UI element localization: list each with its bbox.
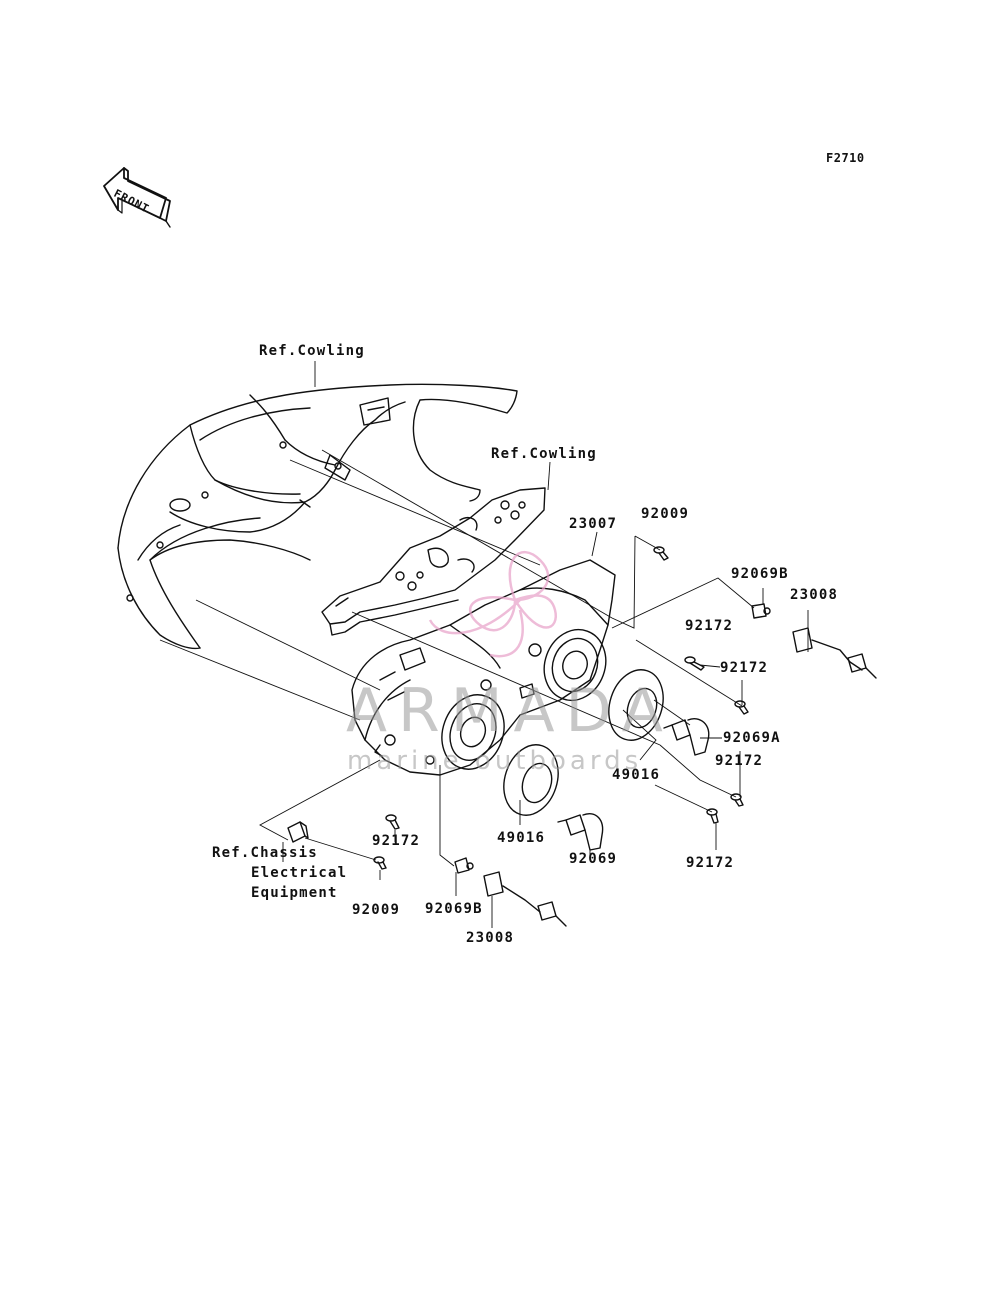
screw-92172-left [385,814,400,830]
screw-92172-c [730,793,744,807]
label-part-92009-bottom: 92009 [352,902,401,918]
label-ref-cowling-top: Ref.Cowling [259,343,365,359]
label-part-49016-left: 49016 [497,830,546,846]
label-ref-cowling-bracket: Ref.Cowling [491,446,597,462]
bulb-cover-right [608,669,664,741]
socket-23008-bottom [483,871,567,927]
label-ref-chassis-line1: Ref.Chassis [212,845,318,861]
leader-lines [159,361,809,928]
screw-92172-d [706,808,719,824]
screw-92172-a [684,656,705,671]
front-direction-arrow-icon [103,167,171,228]
screw-92009-bottom [373,856,387,870]
label-part-92069b-bottom: 92069B [425,901,483,917]
label-part-92172-c: 92172 [715,753,764,769]
pink-flower-logo-icon [428,551,558,658]
cowling-shell [117,383,518,650]
label-part-23007: 23007 [569,516,618,532]
label-part-92172-b: 92172 [720,660,769,676]
bulb-cover-left [503,744,559,816]
bulb-92069a [663,718,710,756]
figure-code: F2710 [826,151,865,165]
label-part-92069a: 92069A [723,730,781,746]
label-ref-chassis-line2: Electrical [251,865,348,881]
label-ref-chassis-line3: Equipment [251,885,338,901]
label-part-92172-a: 92172 [685,618,734,634]
bulb-92069b-bottom [454,857,474,874]
label-part-92172-d: 92172 [686,855,735,871]
bulb-92069 [557,813,604,851]
cowling-bracket [321,487,546,636]
label-part-23008-bottom: 23008 [466,930,515,946]
label-part-92172-left: 92172 [372,833,421,849]
screw-92009-top [653,546,669,561]
socket-23008-top [792,627,877,679]
bulb-92069b-top [751,603,771,619]
label-part-92069: 92069 [569,851,618,867]
label-part-49016-right: 49016 [612,767,661,783]
screw-92172-b [734,700,749,715]
label-part-23008-top: 23008 [790,587,839,603]
chassis-clip [287,821,309,843]
label-part-92069b-top: 92069B [731,566,789,582]
label-part-92009-top: 92009 [641,506,690,522]
headlight-housing [351,559,616,776]
